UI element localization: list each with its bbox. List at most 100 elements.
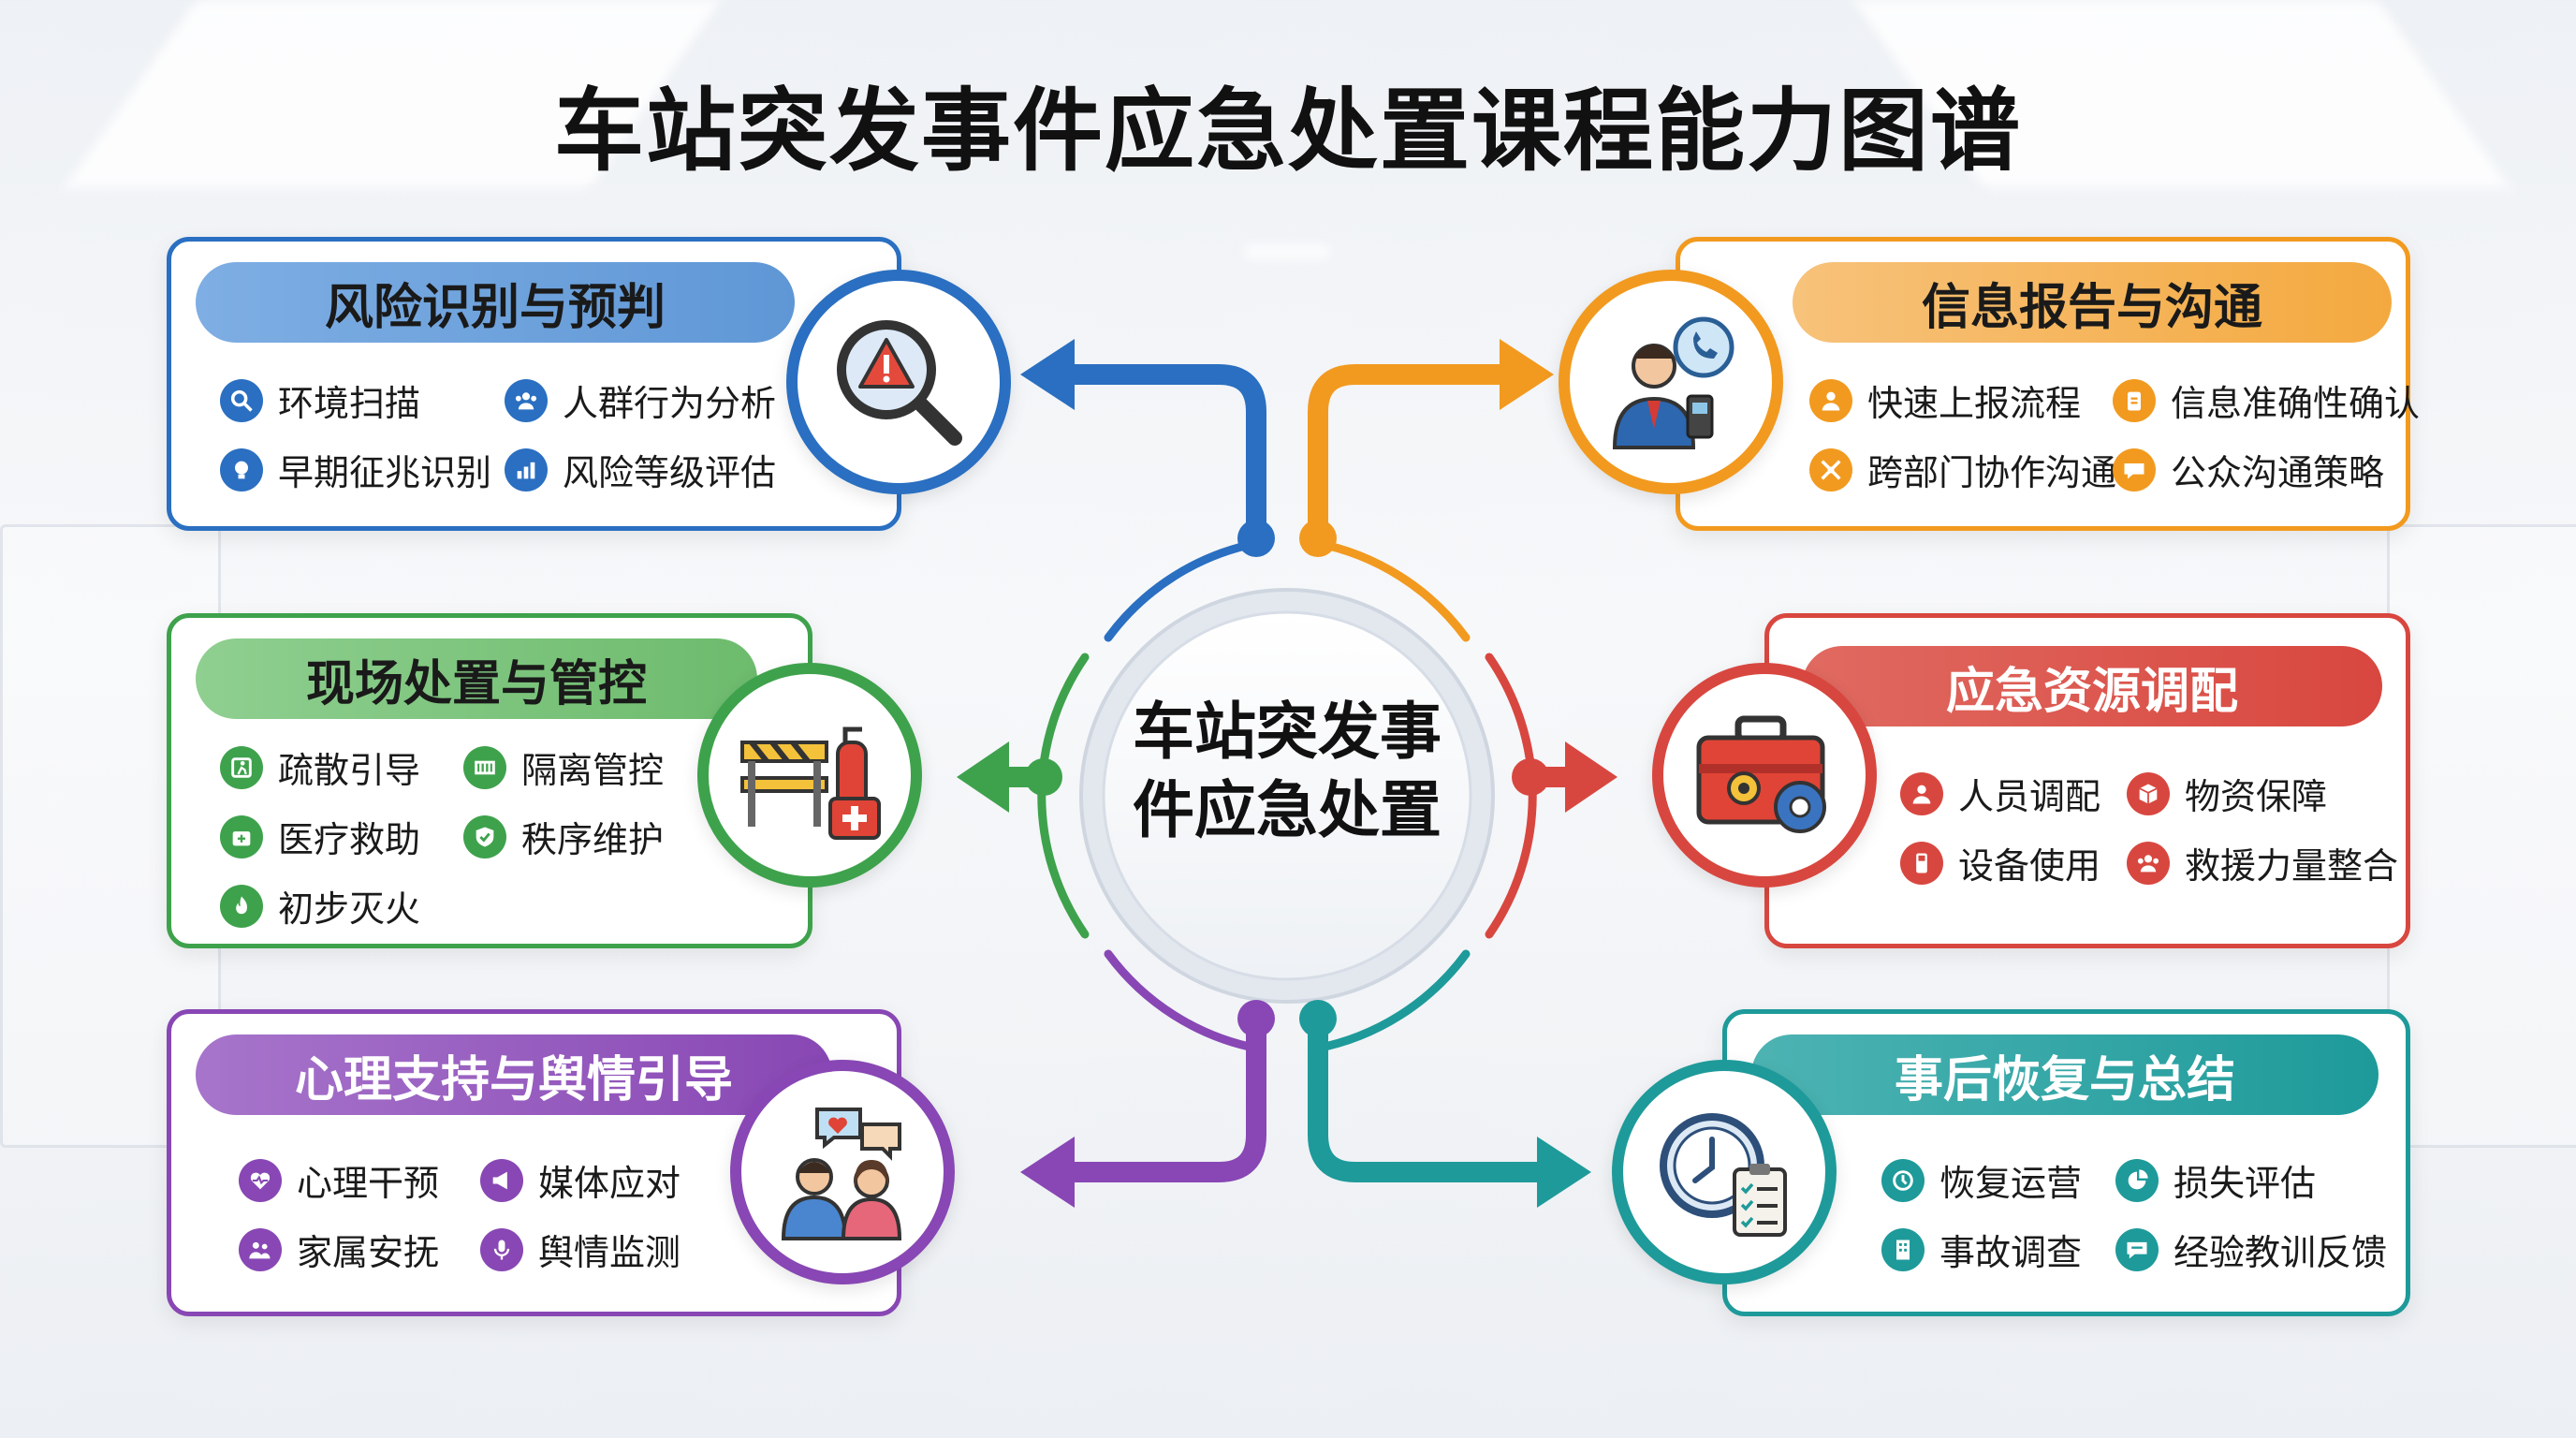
site-item-1-label: 疏散引导	[278, 750, 421, 791]
psych-item-3: 家属安抚	[239, 1224, 439, 1275]
recovery-item-4-label: 经验教训反馈	[2174, 1232, 2388, 1273]
chat-icon	[2113, 448, 2156, 492]
risk-item-1: 环境扫描	[220, 374, 420, 426]
psych-item-4: 舆情监测	[480, 1224, 681, 1275]
dot-green	[1025, 758, 1062, 796]
hub-label: 车站突发事 件应急处置	[1039, 693, 1535, 850]
site-item-2: 隔离管控	[463, 741, 664, 793]
dot-red	[1512, 758, 1549, 796]
psych-item-2: 媒体应对	[480, 1154, 681, 1206]
info-item-3-label: 跨部门协作沟通	[1867, 452, 2117, 493]
toolbox-gear-icon	[1696, 715, 1826, 833]
hub-inner	[1102, 610, 1472, 981]
team-icon	[2127, 841, 2170, 885]
site-item-5: 初步灭火	[220, 880, 420, 932]
shield-icon	[463, 814, 506, 858]
psych-item-2-label: 媒体应对	[538, 1163, 681, 1204]
dot-purple	[1237, 1000, 1275, 1037]
box-icon	[2127, 771, 2170, 815]
group-icon	[505, 378, 548, 422]
hub-label-line2: 件应急处置	[1133, 774, 1442, 846]
recovery-item-4: 经验教训反馈	[2115, 1224, 2387, 1275]
site-item-5-label: 初步灭火	[278, 888, 421, 930]
card-psych-title: 心理支持与舆情引导	[196, 1034, 832, 1115]
clock-checklist-icon	[1660, 1113, 1787, 1237]
resource-icon-circle	[1652, 663, 1877, 888]
clipboard-icon	[2113, 378, 2156, 422]
risk-item-3: 早期征兆识别	[220, 444, 491, 495]
user-icon	[1809, 378, 1852, 422]
ring-arc-teal	[1311, 949, 1471, 1053]
site-item-1: 疏散引导	[220, 741, 420, 793]
resource-item-1-label: 人员调配	[1958, 776, 2101, 817]
card-site-title: 现场处置与管控	[196, 638, 757, 719]
resource-item-3: 设备使用	[1900, 837, 2100, 888]
dot-blue	[1237, 520, 1275, 557]
search-icon	[220, 378, 263, 422]
network-icon	[1809, 448, 1852, 492]
pie-icon	[2115, 1158, 2159, 1202]
card-recovery-title: 事后恢复与总结	[1751, 1034, 2378, 1115]
ring-arc-red	[1485, 653, 1537, 939]
resource-item-3-label: 设备使用	[1958, 845, 2101, 887]
connector-blue	[1058, 364, 1266, 538]
site-item-3-label: 医疗救助	[278, 819, 421, 860]
device-icon	[1900, 841, 1943, 885]
card-info-title: 信息报告与沟通	[1793, 262, 2392, 343]
bulb-icon	[220, 448, 263, 492]
info-item-4: 公众沟通策略	[2113, 444, 2384, 495]
reporter-phone-icon	[1612, 316, 1734, 449]
card-onsite-control: 现场处置与管控 疏散引导 隔离管控 医疗救助 秩序维护 初步灭火	[167, 613, 812, 948]
dot-orange	[1299, 520, 1337, 557]
person-icon	[1900, 771, 1943, 815]
recovery-item-1: 恢复运营	[1881, 1154, 2082, 1206]
recovery-item-2-label: 损失评估	[2174, 1163, 2317, 1204]
arrow-orange	[1500, 339, 1554, 410]
site-item-4: 秩序维护	[463, 811, 664, 862]
exit-icon	[220, 745, 263, 789]
info-item-4-label: 公众沟通策略	[2171, 452, 2385, 493]
risk-item-4-label: 风险等级评估	[563, 452, 777, 493]
resource-item-1: 人员调配	[1900, 768, 2100, 819]
psych-item-1-label: 心理干预	[297, 1163, 440, 1204]
arrow-teal	[1537, 1137, 1591, 1208]
ring-arc-green	[1037, 653, 1090, 939]
ring-arc-blue	[1104, 538, 1263, 642]
connector-teal	[1308, 1019, 1554, 1182]
history-icon	[1881, 1158, 1925, 1202]
chart-icon	[505, 448, 548, 492]
risk-item-2-label: 人群行为分析	[563, 383, 777, 424]
resource-item-4: 救援力量整合	[2127, 837, 2398, 888]
page-title: 车站突发事件应急处置课程能力图谱	[554, 79, 2022, 183]
building-icon	[1881, 1227, 1925, 1271]
ring-arc-orange	[1311, 538, 1471, 642]
site-item-4-label: 秩序维护	[521, 819, 665, 860]
hub-label-line1: 车站突发事	[1133, 696, 1442, 768]
mic-icon	[480, 1227, 523, 1271]
connector-purple	[1058, 1019, 1266, 1182]
info-item-3: 跨部门协作沟通	[1809, 444, 2116, 495]
risk-item-4: 风险等级评估	[505, 444, 776, 495]
recovery-item-2: 损失评估	[2115, 1154, 2316, 1206]
arrow-purple	[1020, 1137, 1075, 1208]
recovery-item-3-label: 事故调查	[1939, 1232, 2083, 1273]
fire-icon	[220, 884, 263, 928]
megaphone-icon	[480, 1158, 523, 1202]
info-item-2-label: 信息准确性确认	[2171, 383, 2421, 424]
info-item-1-label: 快速上报流程	[1867, 383, 2082, 424]
resource-item-4-label: 救援力量整合	[2185, 845, 2399, 887]
site-icon-circle	[697, 663, 922, 888]
arrow-red	[1565, 741, 1617, 813]
card-resource-title: 应急资源调配	[1802, 646, 2382, 726]
resource-item-2: 物资保障	[2127, 768, 2327, 819]
site-item-3: 医疗救助	[220, 811, 420, 862]
arrow-green	[957, 741, 1009, 813]
info-icon-circle	[1559, 270, 1783, 494]
recovery-item-1-label: 恢复运营	[1939, 1163, 2083, 1204]
recovery-item-3: 事故调查	[1881, 1224, 2082, 1275]
info-item-1: 快速上报流程	[1809, 374, 2081, 426]
heartbeat-icon	[239, 1158, 282, 1202]
people-heart-icon	[781, 1108, 902, 1240]
resource-item-2-label: 物资保障	[2185, 776, 2328, 817]
